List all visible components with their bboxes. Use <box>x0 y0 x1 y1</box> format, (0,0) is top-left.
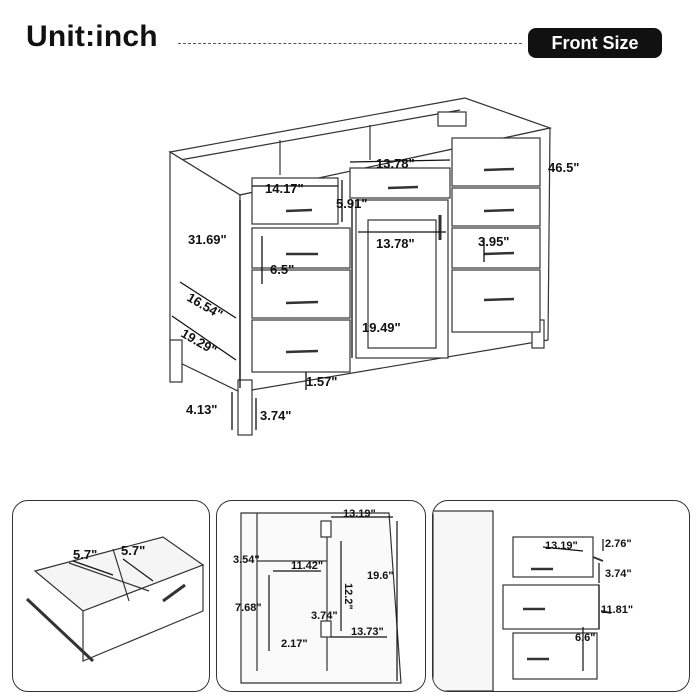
handle-7 <box>483 208 515 213</box>
dim-bottom-depth: 13.73" <box>351 626 384 638</box>
dim-drawer-right-height: 3.95" <box>478 234 509 249</box>
dim-line-div-b <box>122 558 154 582</box>
drawer-right-3 <box>451 227 541 269</box>
dim-top-width: 46.5" <box>548 160 579 175</box>
dim-line-top-center <box>349 159 451 163</box>
dim-leg-height: 4.13" <box>186 402 217 417</box>
handle-3 <box>285 300 319 305</box>
drawer-2 <box>502 584 600 630</box>
dim-height: 31.69" <box>188 232 227 247</box>
dim-side-a: 2.76" <box>605 538 632 550</box>
dim-side-d: 6.6" <box>575 632 596 644</box>
dim-side-c: 11.81" <box>601 604 633 616</box>
dim-drawer-depth: 13.19" <box>545 540 578 552</box>
dim-total-height: 19.6" <box>367 570 394 582</box>
door <box>355 199 449 359</box>
divider-1 <box>68 562 150 592</box>
dim-div-a: 5.7" <box>73 547 97 562</box>
dim-lower-gap: 7.68" <box>235 602 262 614</box>
leg-front-left <box>237 379 253 436</box>
detail-panel-door-interior: 13.19" 3.54" 11.42" 12.2" 19.6" 7.68" 3.… <box>216 500 426 692</box>
leg-back-left <box>169 339 183 383</box>
dim-drawer-bottom-gap: 1.57" <box>306 374 337 389</box>
mount-bracket <box>437 111 467 127</box>
dim-line-div-a <box>72 560 114 576</box>
cabinet-body <box>433 510 494 691</box>
cabinet-interior <box>240 512 402 684</box>
drawer-right-2 <box>451 187 541 227</box>
handle-5 <box>387 185 419 190</box>
hinge-2 <box>320 620 332 638</box>
page-title: Unit:inch <box>26 20 158 53</box>
dim-small-b: 2.17" <box>281 638 308 650</box>
drawer-left-3 <box>251 269 351 319</box>
handle-8 <box>483 251 515 256</box>
drawer-slide <box>25 597 95 663</box>
dim-leg-width: 3.74" <box>260 408 291 423</box>
handle-9 <box>483 297 515 302</box>
dim-door-height: 19.49" <box>362 320 401 335</box>
dim-div-b: 5.7" <box>121 543 145 558</box>
drawer-right-4 <box>451 269 541 333</box>
vanity-drawing: 46.5" 13.78" 14.17" 5.91" 13.78" 31.69" … <box>168 97 579 436</box>
handle-1 <box>285 208 313 213</box>
handle-6 <box>483 167 515 172</box>
dim-drawer-left-top: 14.17" <box>265 181 304 196</box>
detail-panel-drawer-dividers: 5.7" 5.7" <box>12 500 210 692</box>
dim-side-b: 3.74" <box>605 568 632 580</box>
hinge-1 <box>320 520 332 538</box>
front-size-badge: Front Size <box>528 28 662 58</box>
dim-drawer-top-center: 13.78" <box>376 156 415 171</box>
drawer-top-center <box>349 167 451 199</box>
drawer-pull <box>162 583 186 603</box>
dim-shelf-width: 11.42" <box>291 560 323 572</box>
divider-2 <box>112 548 130 602</box>
dim-line-depth-top <box>179 281 237 319</box>
dim-top-gap: 3.54" <box>233 554 260 566</box>
top-inner <box>179 109 461 161</box>
dim-shelf-height: 12.2" <box>342 583 354 610</box>
slide-1 <box>592 556 604 562</box>
drawer-front <box>82 564 204 662</box>
drawer-left-2 <box>251 227 351 269</box>
dim-line-depth-bottom <box>171 315 237 361</box>
detail-panel-drawer-stack: 13.19" 2.76" 3.74" 11.81" 6.6" <box>432 500 690 692</box>
dim-drawer-top-height: 5.91" <box>336 196 367 211</box>
door-panel <box>367 219 437 349</box>
drawer-right-1 <box>451 137 541 187</box>
drawer-left-4 <box>251 319 351 373</box>
slide-2 <box>600 610 612 614</box>
dim-door-width: 13.78" <box>376 236 415 251</box>
dim-drawer-left-height: 6.5" <box>270 262 294 277</box>
dim-small-a: 3.74" <box>311 610 338 622</box>
header-divider <box>178 43 522 44</box>
handle-4 <box>285 349 319 354</box>
dim-depth: 13.19" <box>343 508 376 520</box>
dim-line-drawer-depth <box>542 546 584 552</box>
